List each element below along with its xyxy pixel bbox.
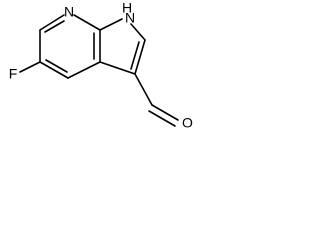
bond-c2-c3 bbox=[134, 39, 146, 75]
bond-c5-c4-double bbox=[45, 59, 68, 73]
bond-cho-o-double bbox=[148, 110, 176, 127]
bond-c2-c3-double bbox=[130, 41, 140, 70]
nh-nitrogen-label: N bbox=[125, 10, 135, 26]
bond-c5-c4 bbox=[39, 61, 69, 79]
bond-n7-c6-double bbox=[44, 20, 65, 33]
fluorine-label: F bbox=[9, 66, 18, 82]
bond-n7-c6 bbox=[39, 14, 65, 31]
bond-cho-o bbox=[151, 104, 179, 121]
ring-nitrogen-label: N bbox=[64, 4, 74, 20]
bond-c3-cho bbox=[134, 73, 153, 106]
bond-c7a-n1 bbox=[99, 18, 123, 31]
bond-c7a-n7 bbox=[73, 14, 101, 31]
bond-c3-c3a bbox=[99, 61, 136, 75]
bond-n1-c2 bbox=[130, 23, 146, 41]
nh-hydrogen-label: H bbox=[122, 0, 132, 16]
molecule-structure: N H N F O bbox=[9, 0, 193, 131]
bond-c4-c3a bbox=[67, 61, 101, 79]
oxygen-label: O bbox=[182, 115, 193, 131]
bond-c5-f bbox=[19, 61, 41, 73]
